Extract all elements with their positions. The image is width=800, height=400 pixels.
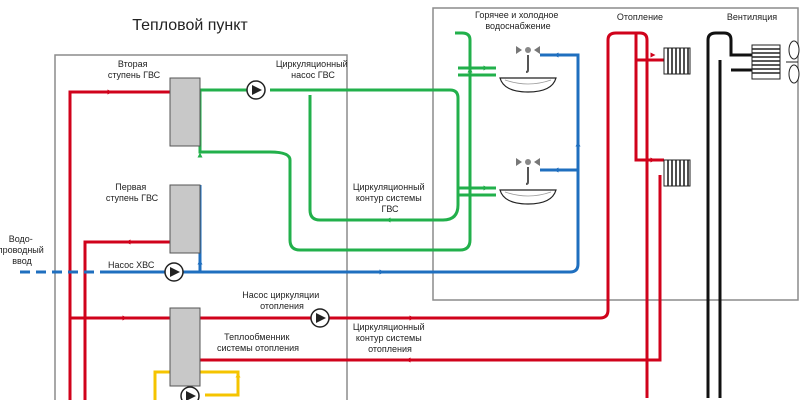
label-heating: Отопление (617, 12, 663, 22)
heating-exchanger (169, 307, 201, 387)
label-heating-pump: Насос циркуляции отопления (242, 290, 322, 311)
blue-lines (20, 53, 580, 274)
ventilation-heater-icon (751, 44, 781, 80)
label-ventilation: Вентиляция (727, 12, 777, 22)
cold-pump-icon (164, 262, 184, 282)
sink-icon (499, 46, 557, 93)
radiator-icon (663, 159, 691, 187)
label-heating-exchanger: Теплообменник системы отопления (217, 332, 299, 353)
fan-icon (786, 40, 800, 84)
first-stage-exchanger (169, 184, 201, 254)
circ-pump-hws-icon (246, 80, 266, 100)
label-circ-pump-hws: Циркуляционный насос ГВС (276, 59, 350, 80)
yellow-pump-icon (180, 386, 200, 400)
second-stage-exchanger (169, 77, 201, 147)
label-water-supply: Горячее и холодное водоснабжение (475, 10, 561, 31)
green-lines (198, 31, 496, 252)
label-first-stage: Первая ступень ГВС (106, 182, 159, 203)
heat-station-frame (54, 54, 348, 400)
heating-pump-icon (310, 308, 330, 328)
label-cold-pump: Насос ХВС (108, 260, 155, 270)
radiator-icon (663, 47, 691, 75)
hot-lines (68, 31, 664, 400)
label-circ-loop-hws: Циркуляционный контур системы ГВС (353, 182, 427, 214)
building-outline (432, 7, 799, 301)
yellow-lines (153, 370, 240, 400)
diagram-title: Тепловой пункт (132, 17, 248, 34)
ventilation-lines (706, 31, 752, 398)
label-second-stage: Вторая ступень ГВС (108, 59, 161, 80)
label-heating-loop: Циркуляционный контур системы отопления (353, 322, 427, 354)
label-water-inlet: Водо- проводный ввод (0, 234, 46, 266)
sink-icon (499, 158, 557, 205)
